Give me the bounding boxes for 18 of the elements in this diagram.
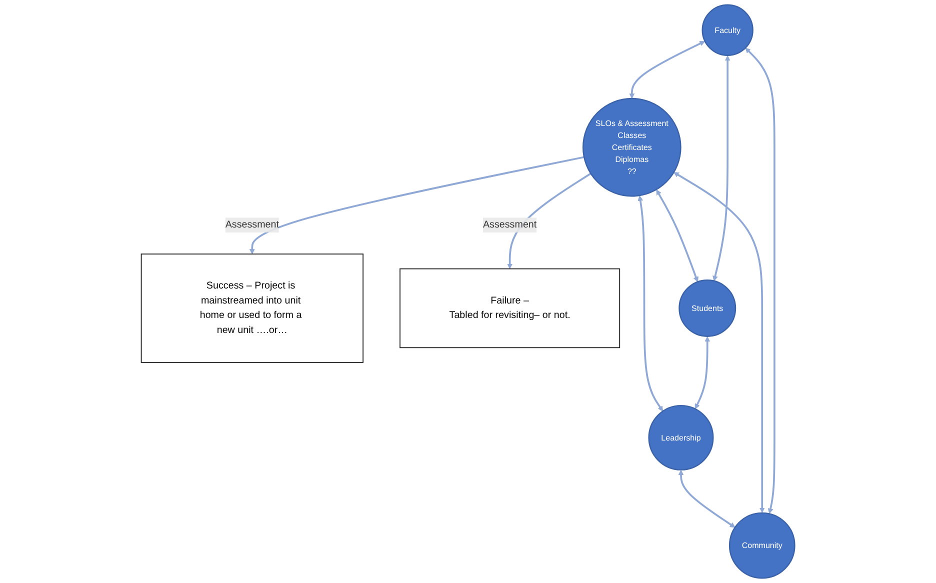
arrow [712,55,730,282]
arrow [656,190,699,282]
arrow [674,172,765,513]
arrow [678,470,736,528]
arrow [745,48,776,514]
node-circle: Students [678,280,736,337]
arrow [629,41,705,99]
node-box: Failure – Tabled for revisiting– or not. [400,268,620,348]
arrow [638,196,664,412]
arrow [694,336,710,410]
edge-label: Assessment [482,220,537,230]
node-circle: Community [728,512,796,579]
node-circle: SLOs & Assessment Classes Certificates Diplomas ?? [582,98,682,197]
arrow [249,156,584,254]
edge-label: Assessment [225,220,280,230]
node-box: Success – Project is mainstreamed into unit home or used to form a new unit ….or… [140,254,364,363]
node-circle: Leadership [648,404,714,470]
node-circle: Faculty [702,4,754,56]
